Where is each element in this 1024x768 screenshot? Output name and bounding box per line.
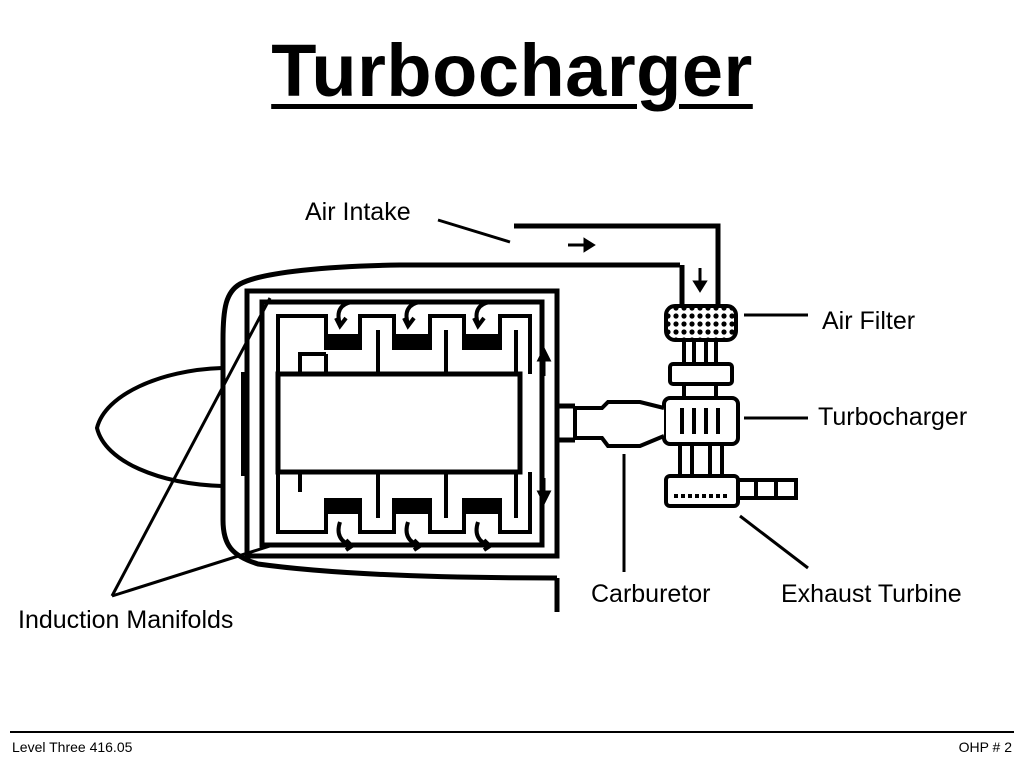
engine-cowling [220,262,680,612]
cylinders-top [276,300,532,374]
label-air-intake: Air Intake [305,198,411,226]
label-exhaust-turbine: Exhaust Turbine [781,580,962,608]
air-intake-duct [514,223,721,306]
label-turbocharger: Turbocharger [818,403,968,431]
label-carburetor: Carburetor [591,580,711,608]
label-air-filter: Air Filter [822,307,916,335]
engine-block [275,371,523,475]
turbocharger-unit [573,396,740,448]
footer-course-code: Level Three 416.05 [12,739,133,755]
footer-page-number: OHP # 2 [958,739,1012,755]
exhaust-turbine-unit [664,442,798,508]
air-filter-unit [664,304,738,400]
footer-divider [10,731,1014,733]
flow-arrows [536,237,708,506]
induction-manifold-path [244,288,575,559]
propeller-spinner [94,366,223,488]
label-induction-manifolds: Induction Manifolds [18,606,234,634]
slide-title: Turbocharger [0,28,1024,113]
slide-title-text: Turbocharger [271,29,753,112]
leader-lines [110,218,809,598]
cylinders-bottom [276,472,532,552]
